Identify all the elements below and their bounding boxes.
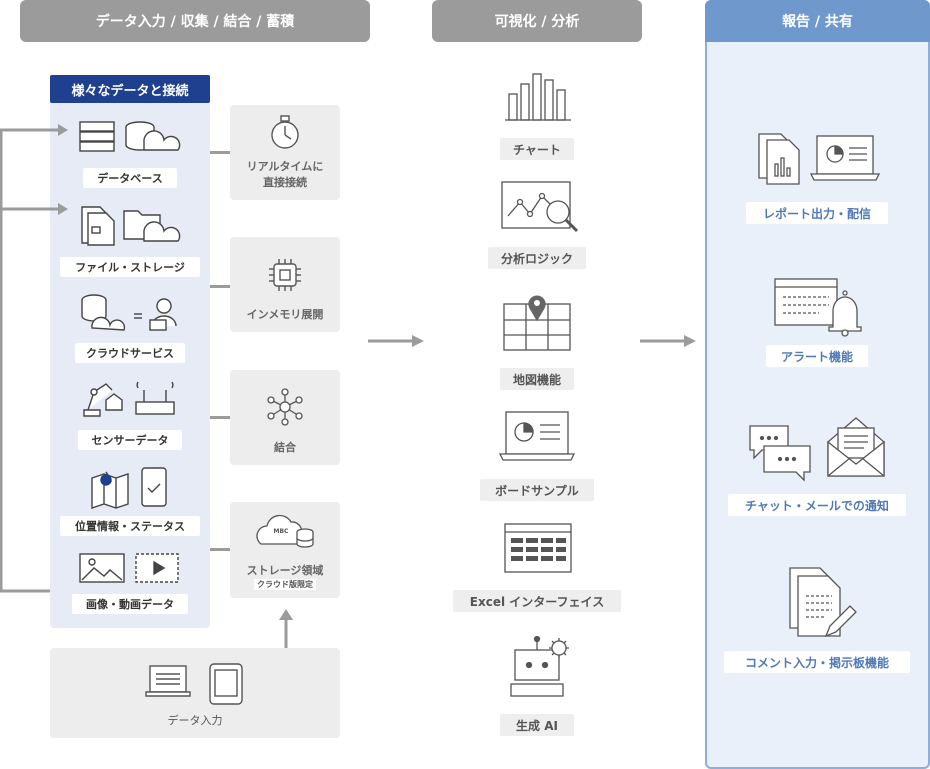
header-visualize: 可視化 / 分析	[432, 0, 642, 42]
arrow-to-visualize	[368, 335, 424, 347]
memory-chip-icon	[269, 259, 301, 291]
source-label-location: 位置情報・ステータス	[60, 516, 200, 536]
location-status-icon	[91, 467, 167, 509]
cloud-service-icon	[81, 294, 177, 331]
process-join-label: 結合	[274, 440, 296, 454]
visualize-label-ai: 生成 AI	[500, 714, 574, 736]
report-label-chat-mail: チャット・メールでの通知	[728, 494, 906, 516]
data-sources-title: 様々なデータと接続	[50, 75, 210, 103]
data-input-label: データ入力	[167, 713, 223, 727]
connector-storage	[210, 548, 230, 551]
process-storage-note: クラウド版限定	[254, 579, 316, 590]
connector-join	[210, 416, 230, 419]
storage-icon-text: MBC	[273, 528, 289, 535]
arrow-to-report	[640, 335, 696, 347]
process-storage-label: ストレージ領域	[246, 563, 324, 577]
visualize-label-map: 地図機能	[500, 368, 574, 390]
report-label-output: レポート出力・配信	[746, 202, 888, 224]
map-icon	[503, 295, 571, 351]
comment-board-icon	[789, 567, 857, 638]
laptop-tablet-icon	[145, 663, 243, 705]
visualize-label-board: ボードサンプル	[480, 479, 594, 501]
source-label-cloud-service: クラウドサービス	[75, 343, 185, 363]
chat-mail-icon	[749, 417, 885, 482]
image-video-icon	[79, 553, 179, 583]
process-inmemory-label: インメモリ展開	[246, 307, 324, 321]
stopwatch-icon	[271, 115, 299, 149]
database-icon	[79, 121, 181, 152]
chart-icon	[505, 73, 571, 121]
analysis-logic-icon	[501, 181, 579, 233]
visualize-label-excel: Excel インターフェイス	[453, 590, 621, 612]
cloud-storage-icon	[256, 514, 314, 548]
report-label-alert: アラート機能	[766, 345, 868, 367]
source-label-image-video: 画像・動画データ	[72, 594, 188, 614]
visualize-label-chart: チャート	[500, 138, 574, 160]
header-data-input: データ入力 / 収集 / 結合 / 蓄積	[20, 0, 370, 42]
generative-ai-icon	[510, 635, 569, 697]
data-input-box: データ入力	[50, 648, 340, 738]
sensor-icon	[83, 381, 175, 417]
up-arrow	[279, 609, 293, 648]
report-panel	[705, 0, 930, 769]
source-label-sensor: センサーデータ	[78, 430, 182, 450]
source-label-database: データベース	[83, 168, 177, 188]
source-label-file-storage: ファイル・ストレージ	[60, 257, 200, 277]
header-report: 報告 / 共有	[705, 0, 930, 42]
connector-inmemory	[210, 285, 230, 288]
process-realtime-label: リアルタイムに 直接接続	[246, 160, 324, 189]
report-output-icon	[758, 133, 881, 185]
alert-icon	[774, 278, 862, 337]
excel-interface-icon	[504, 523, 572, 573]
report-label-comment: コメント入力・掲示板機能	[724, 651, 910, 673]
input-bracket-connector	[0, 124, 68, 593]
board-sample-icon	[498, 411, 576, 461]
join-network-icon	[267, 388, 303, 426]
visualize-label-analysis: 分析ロジック	[488, 247, 586, 269]
file-storage-icon	[81, 206, 181, 246]
connector-realtime	[210, 151, 230, 154]
